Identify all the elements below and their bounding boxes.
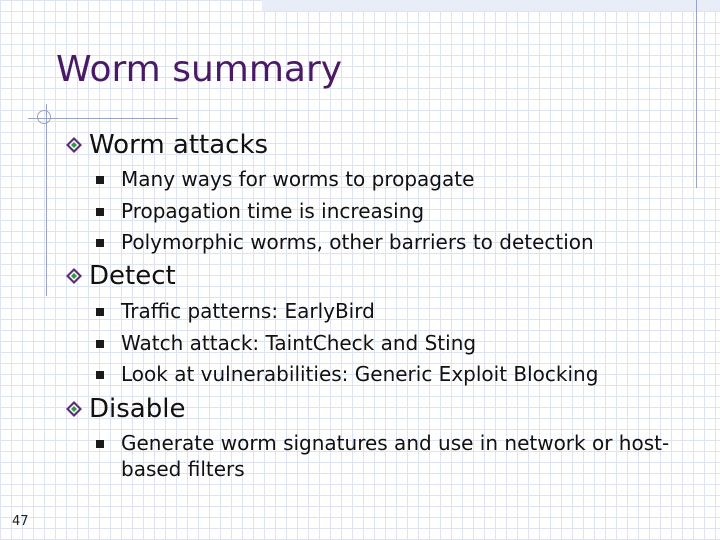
square-bullet-icon (96, 176, 104, 184)
bullet-text: Look at vulnerabilities: Generic Exploit… (121, 362, 599, 386)
square-bullet-icon (96, 440, 104, 448)
decor-ring (37, 110, 51, 124)
bullet-item: Watch attack: TaintCheck and Sting (96, 330, 476, 356)
bullet-text: Traffic patterns: EarlyBird (121, 299, 375, 323)
section-heading-worm-attacks: Worm attacks (66, 129, 268, 161)
slide-title: Worm summary (56, 49, 343, 90)
top-decor-band (262, 0, 720, 11)
bullet-text: Generate worm signatures and use in netw… (121, 431, 670, 481)
bullet-text: Many ways for worms to propagate (121, 167, 475, 191)
diamond-icon (66, 268, 82, 284)
title-underline-decor (28, 118, 178, 119)
section-heading-text: Disable (89, 394, 186, 424)
right-decor-line (696, 0, 697, 188)
square-bullet-icon (96, 208, 104, 216)
bullet-item: Many ways for worms to propagate (96, 166, 474, 192)
bullet-item: Generate worm signatures and use in netw… (96, 430, 671, 482)
left-decor-line (46, 104, 47, 296)
diamond-icon (66, 137, 82, 153)
square-bullet-icon (96, 340, 104, 348)
square-bullet-icon (96, 308, 104, 316)
slide-number: 47 (12, 514, 29, 529)
bullet-item: Traffic patterns: EarlyBird (96, 298, 375, 324)
bullet-item: Look at vulnerabilities: Generic Exploit… (96, 361, 598, 387)
bullet-item: Propagation time is increasing (96, 198, 424, 224)
bullet-text: Polymorphic worms, other barriers to det… (121, 230, 594, 254)
bullet-item: Polymorphic worms, other barriers to det… (96, 229, 594, 255)
bullet-text: Watch attack: TaintCheck and Sting (121, 331, 477, 355)
section-heading-disable: Disable (66, 393, 185, 425)
square-bullet-icon (96, 239, 104, 247)
section-heading-text: Worm attacks (89, 130, 269, 160)
section-heading-text: Detect (89, 261, 176, 291)
square-bullet-icon (96, 371, 104, 379)
bullet-text: Propagation time is increasing (121, 199, 425, 223)
section-heading-detect: Detect (66, 260, 176, 292)
diamond-icon (66, 401, 82, 417)
